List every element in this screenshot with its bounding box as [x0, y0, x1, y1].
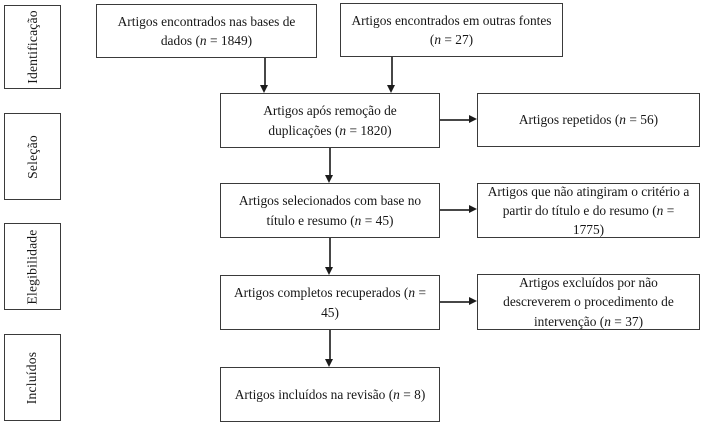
box-excluded-no-proc: Artigos excluídos por não descreverem o … — [477, 274, 700, 330]
n-symbol: n — [656, 202, 664, 218]
stage-eligibility-label: Elegibilidade — [24, 228, 40, 305]
box-fulltext-retrieved-text: Artigos completos recuperados (n = 45) — [233, 285, 426, 320]
box-found-databases: Artigos encontrados nas bases de dados (… — [96, 4, 317, 58]
n-symbol: n — [354, 212, 362, 228]
box-duplicates-text: Artigos repetidos (n = 56) — [518, 112, 659, 128]
stage-identification: Identificação — [4, 5, 61, 89]
n-symbol: n — [339, 122, 347, 138]
box-excluded-no-proc-text: Artigos excluídos por não descreverem o … — [503, 275, 674, 329]
stage-screening: Seleção — [4, 113, 61, 200]
box-found-other-text: Artigos encontrados em outras fontes (n … — [351, 12, 552, 47]
n-value: 37 — [625, 313, 639, 329]
n-value: 1849 — [220, 33, 248, 48]
box-screened: Artigos selecionados com base no título … — [220, 183, 440, 238]
box-failed-criteria: Artigos que não atingiram o critério a p… — [477, 183, 700, 238]
n-value: 1820 — [360, 122, 388, 138]
n-symbol: n — [604, 313, 611, 329]
box-included-review-text: Artigos incluídos na revisão (n = 8) — [234, 386, 426, 402]
n-value: 56 — [640, 112, 654, 128]
box-found-databases-text: Artigos encontrados nas bases de dados (… — [117, 13, 296, 48]
stage-eligibility: Elegibilidade — [4, 223, 61, 310]
n-value: 1775 — [572, 222, 600, 238]
n-symbol: n — [408, 285, 416, 301]
box-duplicates: Artigos repetidos (n = 56) — [477, 93, 700, 147]
stage-included-label: Incluídos — [24, 351, 40, 404]
n-symbol: n — [619, 112, 626, 128]
n-value: 45 — [321, 304, 335, 320]
n-symbol: n — [393, 386, 400, 402]
stage-identification-label: Identificação — [24, 10, 40, 84]
box-failed-criteria-text: Artigos que não atingiram o critério a p… — [487, 183, 690, 238]
stage-screening-label: Seleção — [24, 134, 40, 179]
box-fulltext-retrieved: Artigos completos recuperados (n = 45) — [220, 275, 440, 330]
stage-included: Incluídos — [4, 334, 61, 421]
box-included-review: Artigos incluídos na revisão (n = 8) — [220, 367, 440, 422]
box-screened-text: Artigos selecionados com base no título … — [238, 193, 422, 228]
n-value: 27 — [455, 32, 469, 47]
n-symbol: n — [199, 33, 207, 48]
box-found-other: Artigos encontrados em outras fontes (n … — [340, 3, 563, 57]
n-value: 8 — [414, 386, 421, 402]
n-value: 45 — [375, 212, 390, 228]
box-after-dedup: Artigos após remoção de duplicações (n =… — [220, 93, 440, 148]
n-symbol: n — [434, 32, 442, 47]
box-after-dedup-text: Artigos após remoção de duplicações (n =… — [263, 103, 397, 138]
